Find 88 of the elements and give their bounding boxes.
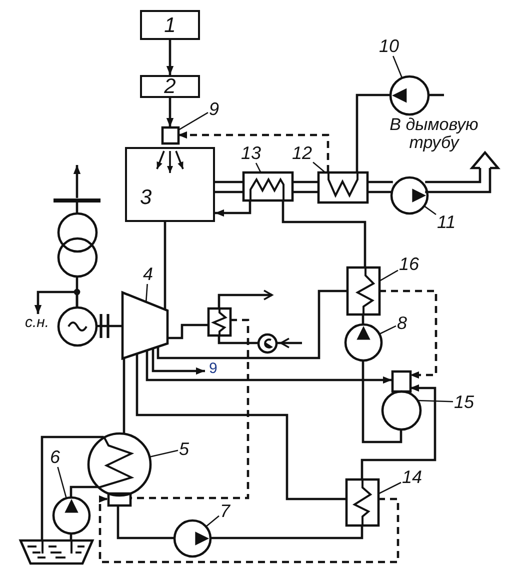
callout-number: 14	[401, 467, 424, 487]
callout-number: 9	[208, 99, 220, 119]
pipe-line	[362, 314, 364, 324]
callout-number: 13	[240, 143, 262, 163]
pipe-line	[282, 200, 366, 267]
leader-line	[392, 56, 402, 78]
leader-line	[178, 112, 208, 131]
flue-gas-duct	[425, 150, 500, 194]
pipe-line	[210, 525, 364, 540]
pump-symbol	[52, 496, 90, 534]
pipe-line	[40, 436, 104, 540]
dashed-arrow	[379, 290, 438, 379]
arrow	[152, 348, 205, 375]
numbered-block: 2	[140, 75, 200, 98]
pipe-line	[167, 324, 208, 340]
dashed-arrow	[178, 131, 330, 172]
callout-number: 15	[453, 392, 476, 412]
pipe-line	[156, 290, 347, 360]
reference-number: 9	[205, 360, 218, 378]
pipe-line	[356, 94, 390, 172]
arrow	[166, 40, 174, 75]
leader-line	[57, 466, 67, 498]
transformer-symbol	[56, 212, 98, 278]
leader-line	[378, 270, 398, 282]
pump-symbol	[344, 322, 382, 362]
heater-symbol	[206, 306, 232, 336]
pipe-line	[122, 357, 126, 434]
callout-number: 6	[49, 447, 62, 467]
abbreviation-label: с.н.	[25, 314, 50, 332]
flue-gas-duct	[215, 180, 243, 194]
callout-number: 7	[219, 501, 232, 521]
callout-number: 10	[378, 36, 400, 56]
deaerator-symbol	[380, 370, 422, 430]
arrow	[146, 350, 392, 384]
shaft-line	[96, 324, 122, 328]
flue-gas-duct	[367, 180, 393, 194]
arrow	[215, 200, 252, 217]
condenser-symbol	[86, 432, 152, 496]
heat-exchanger-symbol	[316, 170, 368, 204]
callout-number: 4	[142, 264, 154, 284]
callout-number: 8	[396, 313, 408, 333]
water-tank	[18, 538, 94, 564]
pipe-line	[116, 505, 174, 540]
pipe-line	[362, 360, 402, 444]
leader-line	[312, 162, 326, 172]
leader-line	[378, 325, 396, 335]
arrow	[34, 290, 78, 314]
callout-number: 11	[436, 212, 457, 232]
leader-line	[206, 515, 220, 528]
pipe-line	[218, 335, 258, 344]
arrow	[360, 384, 436, 479]
heat-exchanger-symbol	[346, 266, 380, 316]
numbered-block: 1	[140, 10, 200, 40]
dashed-arrow	[98, 495, 400, 564]
pipe-line	[428, 94, 444, 96]
callout-number: 12	[291, 143, 314, 163]
burner-symbol	[160, 126, 180, 144]
callout-number: 16	[398, 254, 420, 274]
turbine-symbol	[120, 290, 168, 360]
heat-exchanger-symbol	[242, 170, 294, 202]
numbered-block: 3	[125, 147, 215, 222]
pipe-line	[164, 222, 166, 310]
pipe-line	[70, 486, 98, 497]
arrow	[276, 338, 302, 348]
valve-symbol	[256, 332, 278, 354]
pipe-line	[70, 533, 72, 540]
leader-line	[145, 284, 148, 302]
fan-symbol	[390, 176, 428, 214]
dashed-line	[130, 318, 250, 500]
arrow	[73, 165, 81, 198]
arrow	[166, 98, 174, 127]
pump-symbol	[172, 518, 212, 558]
hotwell-symbol	[106, 492, 132, 506]
pipe-line	[76, 202, 78, 213]
heat-exchanger-symbol	[344, 478, 380, 526]
leader-line	[378, 482, 402, 495]
pipe-line	[136, 353, 346, 500]
fan-symbol	[388, 74, 430, 116]
arrow	[218, 290, 273, 308]
callout-number: 5	[178, 439, 190, 459]
leader-line	[423, 205, 436, 216]
leader-line	[417, 400, 454, 402]
destination-label: В дымовую трубу	[376, 116, 492, 152]
leader-line	[255, 162, 262, 172]
leader-line	[149, 450, 178, 458]
bus-bar	[52, 196, 102, 204]
generator-symbol	[56, 306, 98, 346]
flue-gas-duct	[292, 180, 318, 194]
